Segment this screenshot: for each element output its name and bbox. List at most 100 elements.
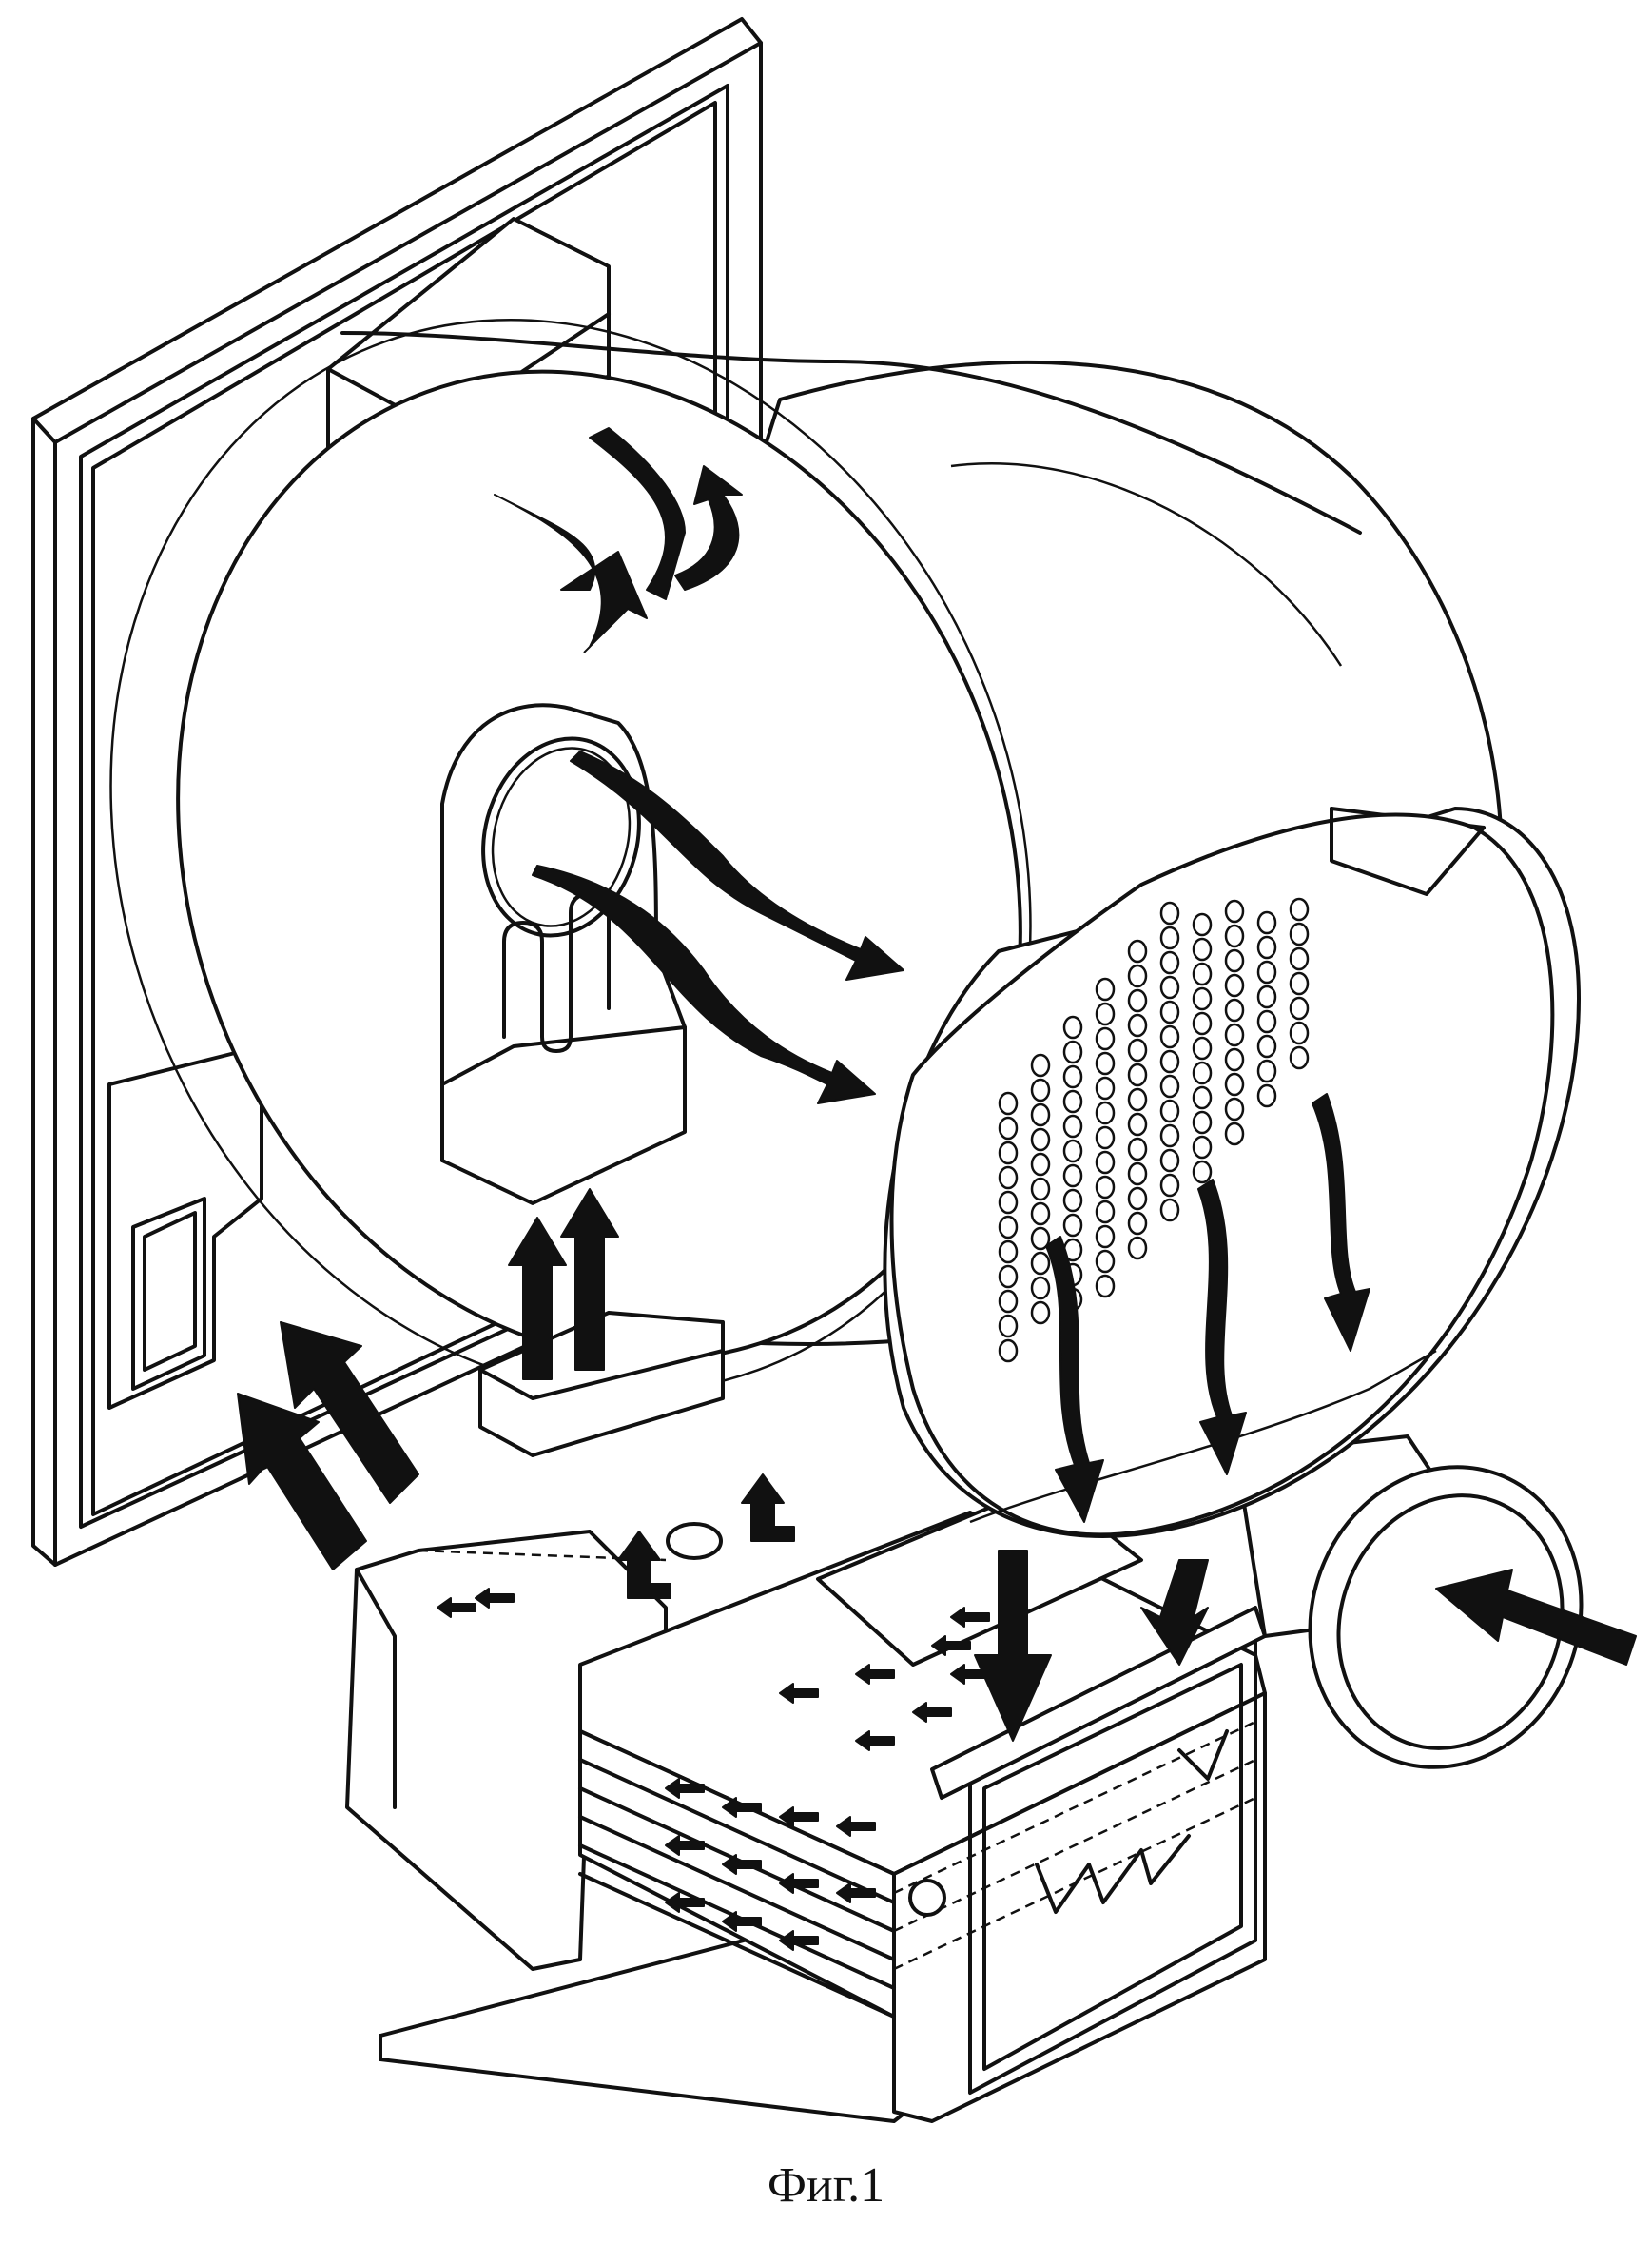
perforation-hole [1095,1101,1116,1125]
perforation-hole [1256,960,1277,985]
perforation-hole [1192,986,1213,1011]
perforation-hole [1192,1160,1213,1184]
perforation-hole [1192,1061,1213,1085]
perforation-hole [1256,1009,1277,1034]
perforation-hole [1030,1201,1051,1226]
perforation-hole [1192,1110,1213,1135]
perforation-hole [1289,1045,1310,1070]
perforation-hole [1224,1072,1245,1097]
perforation-hole [1095,1249,1116,1274]
perforation-hole [1192,1011,1213,1036]
small-flow-arrow [475,1588,515,1609]
perforation-hole [1224,1122,1245,1146]
small-flow-arrow [665,1778,705,1799]
perforation-hole [1224,1023,1245,1047]
perforation-hole [1224,948,1245,973]
perforation-hole [1030,1152,1051,1177]
perforation-hole [1127,964,1148,988]
small-flow-arrow [855,1664,895,1685]
small-flow-arrow [779,1806,819,1827]
perforation-hole [1289,996,1310,1021]
perforation-hole [1256,985,1277,1009]
perforation-hole [998,1215,1019,1239]
perforation-hole [1030,1226,1051,1251]
perforation-hole [1256,935,1277,960]
perforation-hole [1127,1161,1148,1186]
perforation-hole [1159,1173,1180,1198]
perforation-hole [998,1116,1019,1141]
perforation-hole [1062,1163,1083,1188]
perforation-hole [1256,910,1277,935]
filter-layer-arrows [437,1588,990,1951]
perforation-hole [1224,924,1245,948]
small-flow-arrow [722,1911,762,1932]
perforation-hole [1159,1074,1180,1099]
perforation-hole [1030,1300,1051,1325]
perforation-hole [1224,973,1245,998]
perforation-hole [1224,998,1245,1023]
perforation-hole [1159,1198,1180,1222]
perforation-hole [998,1239,1019,1264]
perforation-hole [1030,1276,1051,1300]
perforation-hole [1030,1251,1051,1276]
perforation-hole [1095,977,1116,1002]
perforation-hole [998,1141,1019,1165]
perforated-plate [883,807,1581,1538]
inlet-fan-housing [1234,1434,1584,1769]
airflow-arrows [237,427,1637,1951]
perforation-hole [1062,1114,1083,1139]
perforation-hole [998,1338,1019,1363]
perforation-hole [1095,1125,1116,1150]
perforation-hole [1095,1274,1116,1298]
perforation-hole [998,1091,1019,1116]
perforation-hole [1062,1213,1083,1238]
perforation-hole [1159,1123,1180,1148]
perforation-hole [1224,1047,1245,1072]
perforation-hole [1127,1013,1148,1038]
figure-caption: Фиг.1 [767,2158,885,2213]
perforation-hole [998,1165,1019,1190]
perforation-hole [1095,1224,1116,1249]
small-flow-arrow [950,1664,990,1685]
perforation-hole [1030,1127,1051,1152]
perforation-hole [1095,1150,1116,1175]
perforation-hole [1192,1135,1213,1160]
small-flow-arrow [779,1930,819,1951]
perforation-hole [1159,950,1180,975]
perforation-hole [1062,1040,1083,1064]
perforation-hole [1127,1112,1148,1137]
perforation-hole [1095,1051,1116,1076]
perforation-hole [1127,1211,1148,1236]
perforation-hole [1192,962,1213,986]
perforation-hole [1159,975,1180,1000]
perforation-hole [998,1264,1019,1289]
perforation-hole [1127,988,1148,1013]
perforation-hole [1159,1148,1180,1173]
small-flow-arrow [665,1892,705,1913]
small-flow-arrow [950,1607,990,1628]
small-flow-arrow [437,1597,476,1618]
perforation-hole [998,1190,1019,1215]
perforation-hole [1062,1139,1083,1163]
perforation-hole [1289,897,1310,922]
perforation-hole [1256,1034,1277,1059]
perforation-hole [1224,1097,1245,1122]
perforation-hole [1127,939,1148,964]
perforation-hole [1095,1200,1116,1224]
filter-block [578,1482,1267,2123]
perforation-hole [1062,1089,1083,1114]
perforation-hole [1127,1038,1148,1063]
perforation-hole [1095,1026,1116,1051]
perforation-hole [1127,1186,1148,1211]
perforation-hole [1062,1064,1083,1089]
perforation-hole [1030,1053,1051,1078]
perforation-hole [1159,1000,1180,1024]
perforation-hole [1127,1063,1148,1087]
perforation-hole [1062,1188,1083,1213]
perforation-hole [1192,912,1213,937]
perforation-hole [1192,937,1213,962]
small-flow-arrow [779,1683,819,1704]
perforation-hole [1256,1059,1277,1083]
perforation-hole [1127,1087,1148,1112]
perforation-hole [1159,1024,1180,1049]
